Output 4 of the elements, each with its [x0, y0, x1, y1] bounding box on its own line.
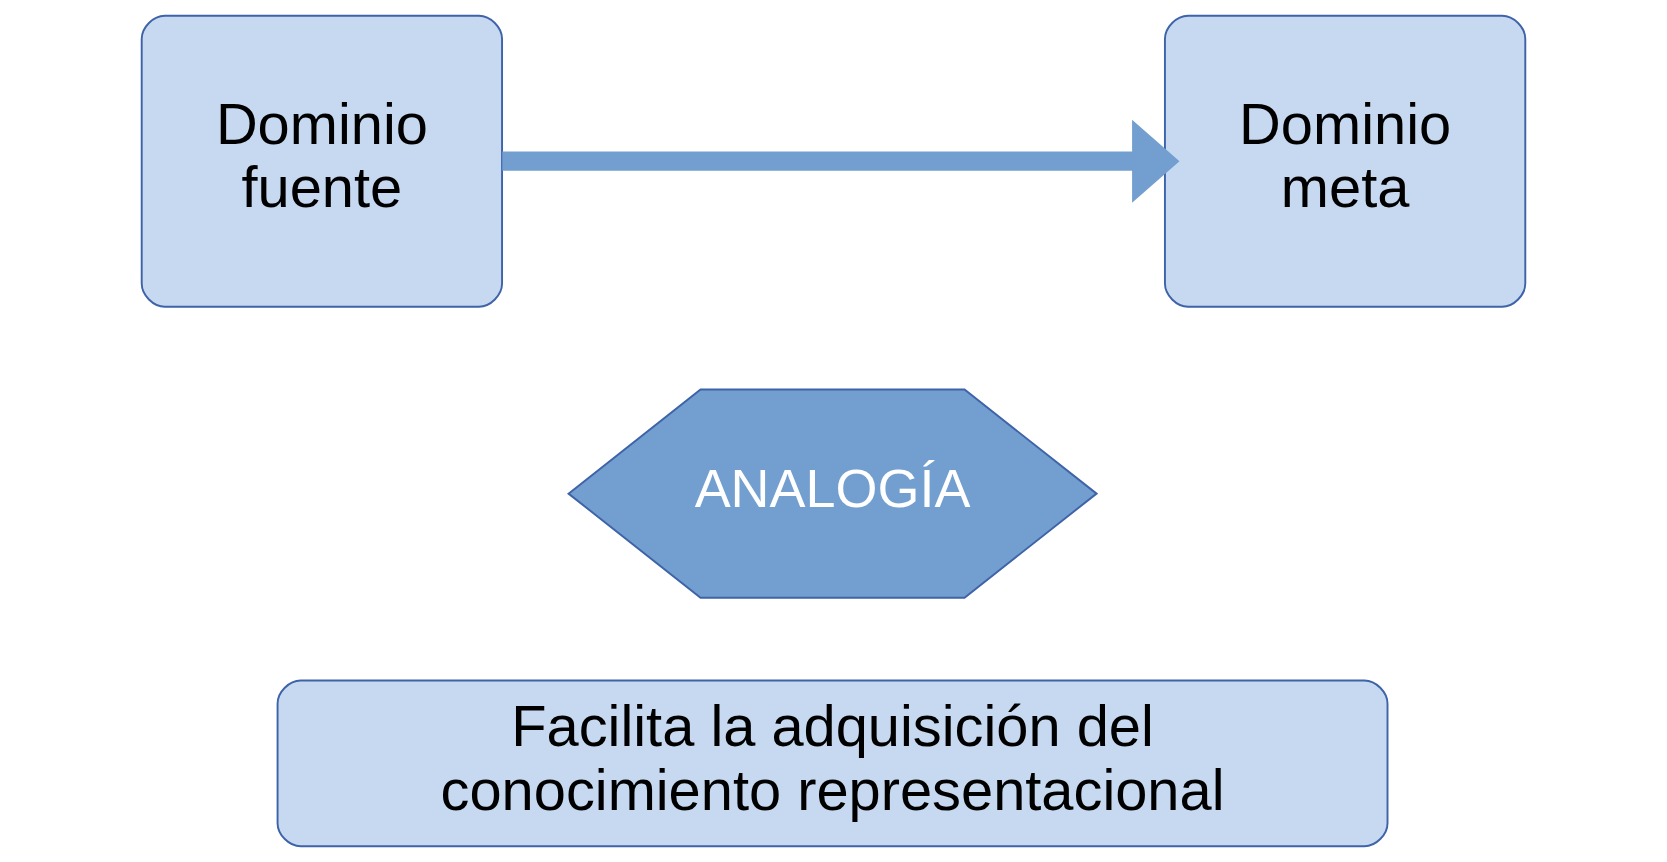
- arrow: [502, 119, 1180, 203]
- node-box: Dominio fuente: [140, 14, 504, 308]
- node-box: Dominio meta: [1163, 14, 1527, 308]
- node-box: Facilita la adquisición del conocimiento representacional: [276, 679, 1389, 848]
